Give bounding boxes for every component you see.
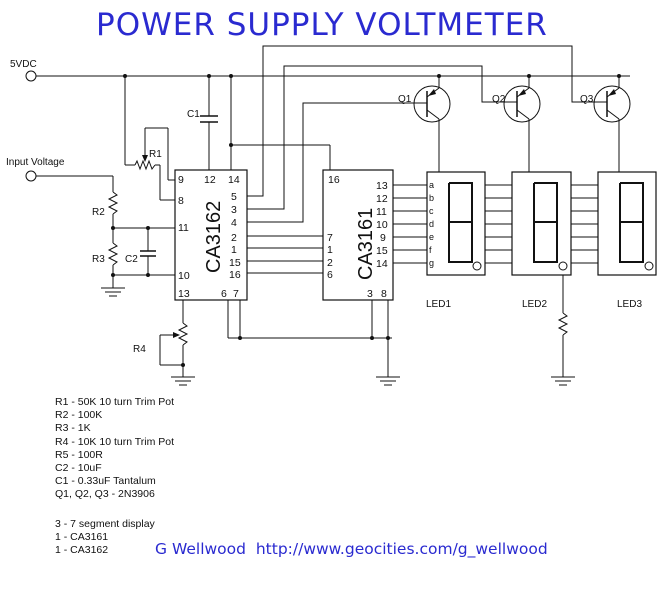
resistor-r5 <box>557 312 569 336</box>
ic2-pin-6: 6 <box>327 269 333 281</box>
q1-label: Q1 <box>398 94 412 105</box>
ic-ca3161-label: CA3161 <box>355 208 377 280</box>
ic1-pin-15: 15 <box>229 257 241 269</box>
ground-symbol-4 <box>551 376 575 386</box>
parts-list-item: R5 - 100R <box>55 448 103 461</box>
resistor-r2 <box>107 176 119 228</box>
parts-list-item: C2 - 10uF <box>55 462 102 475</box>
led-display-1 <box>426 171 486 276</box>
ic2-pin-16: 16 <box>328 174 340 186</box>
parts-list-item: C1 - 0.33uF Tantalum <box>55 475 156 488</box>
ground-symbol-2 <box>171 376 195 386</box>
parts-list-item: R3 - 1K <box>55 422 91 435</box>
led-display-2 <box>511 171 572 276</box>
seg-f: f <box>429 245 432 255</box>
digit-drive-2 <box>247 65 500 210</box>
ic2-pin-12: 12 <box>376 193 388 205</box>
transistor-q2 <box>500 76 541 172</box>
ic1-pin-12: 12 <box>204 174 216 186</box>
notes-item: 1 - CA3162 <box>55 544 109 557</box>
notes-item: 3 - 7 segment display <box>55 518 155 530</box>
seg-e: e <box>429 232 434 242</box>
transistor-q3 <box>590 76 631 172</box>
r3-label: R3 <box>92 254 105 265</box>
parts-list-item: R1 - 50K 10 turn Trim Pot <box>55 396 175 408</box>
led-display-3 <box>597 171 657 276</box>
ic1-pin-2: 2 <box>231 232 237 244</box>
supply-label: 5VDC <box>10 59 37 70</box>
notes-list: 3 - 7 segment display 1 - CA3161 1 - CA3… <box>55 518 155 558</box>
seg-b: b <box>429 193 434 203</box>
parts-list: R1 - 50K 10 turn Trim Pot R2 - 100K R3 -… <box>55 396 174 502</box>
ic1-pin-16: 16 <box>229 269 241 281</box>
seg-g: g <box>429 258 434 268</box>
notes-item: 1 - CA3161 <box>55 531 109 544</box>
ic1-pin-11: 11 <box>178 222 189 234</box>
ic1-pin-14: 14 <box>228 174 240 186</box>
resistor-r1 <box>134 159 156 171</box>
led3-label: LED3 <box>617 299 642 310</box>
ground-symbol-3 <box>376 376 400 386</box>
ic1-pin-10: 10 <box>178 270 190 282</box>
diagram-title: POWER SUPPLY VOLTMETER <box>96 7 548 43</box>
led1-label: LED1 <box>426 299 451 310</box>
parts-list-item: R2 - 100K <box>55 409 103 422</box>
transistor-q1 <box>410 76 451 172</box>
ic2-pin-8: 8 <box>381 288 387 300</box>
seg-d: d <box>429 219 434 229</box>
parts-list-item: R4 - 10K 10 turn Trim Pot <box>55 435 175 448</box>
ic2-pin-3: 3 <box>367 288 373 300</box>
ic1-pin-9: 9 <box>178 174 184 186</box>
c1-label: C1 <box>187 109 200 120</box>
ic1-pin-8: 8 <box>178 195 184 207</box>
led2-label: LED2 <box>522 299 547 310</box>
supply-terminal <box>25 70 37 82</box>
ic2-pin-10: 10 <box>376 219 388 231</box>
ic1-pin-13: 13 <box>178 288 190 300</box>
resistor-r4 <box>177 322 189 346</box>
ic1-pin-3: 3 <box>231 204 237 216</box>
seg-c: c <box>429 206 434 216</box>
ic1-pin-7: 7 <box>233 288 239 300</box>
r4-label: R4 <box>133 344 146 355</box>
input-terminal <box>25 170 37 182</box>
ground-symbol-1 <box>101 287 125 297</box>
ic2-pin-11: 11 <box>376 206 387 218</box>
ic2-pin-7: 7 <box>327 232 333 244</box>
input-label: Input Voltage <box>6 157 65 168</box>
q2-label: Q2 <box>492 94 506 105</box>
ic-ca3161 <box>322 169 394 301</box>
ic-ca3162 <box>174 169 248 301</box>
ic1-pin-1: 1 <box>231 244 237 256</box>
q3-label: Q3 <box>580 94 594 105</box>
parts-list-item: Q1, Q2, Q3 - 2N3906 <box>55 488 155 501</box>
seg-a: a <box>429 180 434 190</box>
ic2-pin-1: 1 <box>327 244 333 256</box>
ic2-pin-15: 15 <box>376 245 388 257</box>
r2-label: R2 <box>92 207 105 218</box>
c2-label: C2 <box>125 254 138 265</box>
ic1-pin-6: 6 <box>221 288 227 300</box>
ic1-pin-4: 4 <box>231 217 237 229</box>
ic1-pin-5: 5 <box>231 191 237 203</box>
ic2-pin-13: 13 <box>376 180 388 192</box>
credit-line: G Wellwood http://www.geocities.com/g_we… <box>155 540 548 559</box>
ic2-pin-14: 14 <box>376 258 388 270</box>
ic2-pin-2: 2 <box>327 257 333 269</box>
digit-drive-3 <box>247 45 590 197</box>
digit-drive-1 <box>247 102 410 223</box>
ic-ca3162-label: CA3162 <box>203 201 225 273</box>
r1-label: R1 <box>149 149 162 160</box>
ic2-pin-9: 9 <box>380 232 386 244</box>
resistor-r3 <box>107 228 119 288</box>
